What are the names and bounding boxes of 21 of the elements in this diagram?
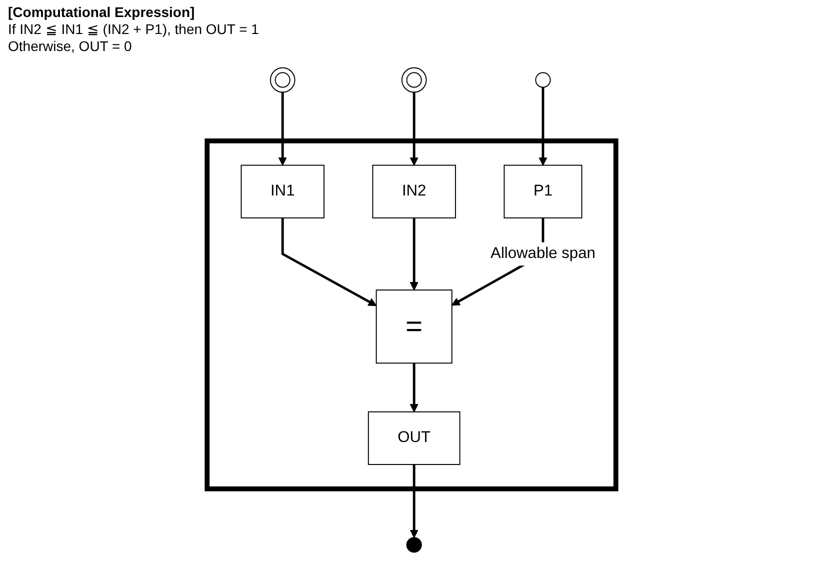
- expression-text: Otherwise, OUT = 0: [8, 38, 133, 55]
- cluster: [204, 138, 618, 492]
- expression-text: If IN2 ≦ IN1 ≦ (IN2 + P1), then OUT = 1: [8, 21, 259, 38]
- arrow: [281, 218, 377, 306]
- arrow: [410, 218, 418, 290]
- node-box: OUT: [368, 411, 460, 465]
- arrow: [410, 92, 418, 166]
- node-box: IN2: [372, 164, 456, 218]
- node-circle: [406, 537, 422, 553]
- node-circle: [401, 67, 427, 93]
- node-box: P1: [504, 164, 582, 218]
- node-box: IN1: [240, 164, 324, 218]
- heading: [Computational Expression]: [8, 4, 196, 21]
- arrow: [538, 87, 548, 166]
- arrow: [410, 464, 418, 538]
- node-circle: [270, 67, 296, 93]
- node-box: =: [376, 290, 452, 364]
- node-circle: [535, 72, 551, 88]
- edge-label: Allowable span: [490, 245, 596, 262]
- arrow: [410, 363, 418, 412]
- arrow: [278, 92, 287, 166]
